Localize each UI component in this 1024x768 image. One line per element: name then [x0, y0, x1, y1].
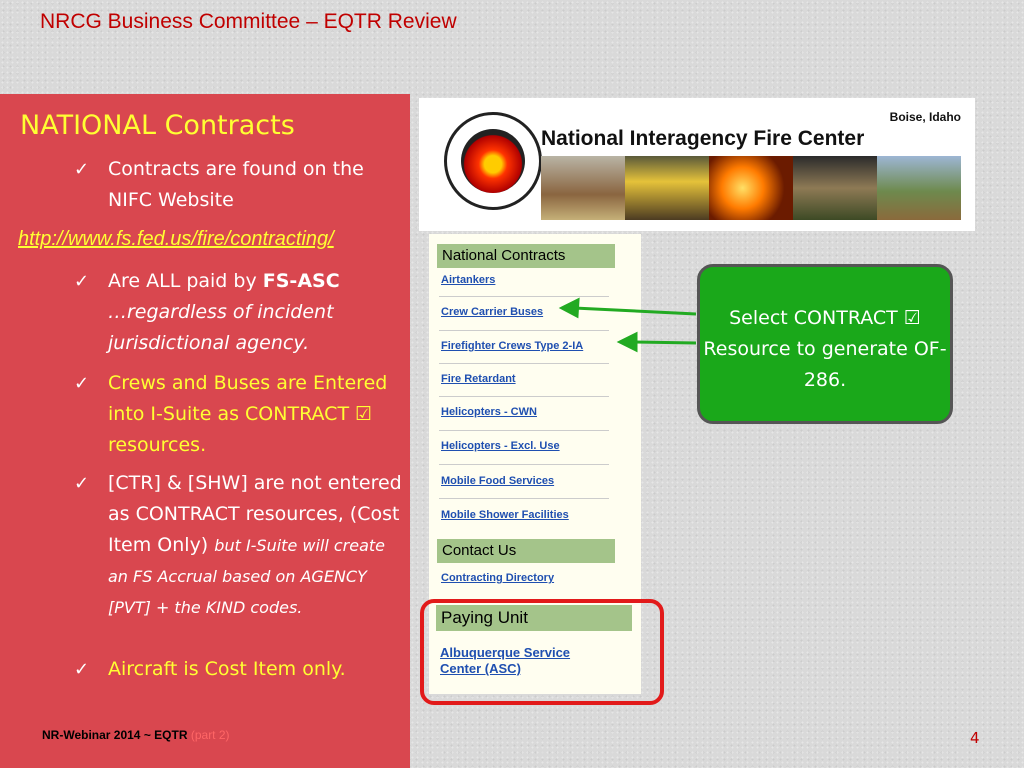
contracting-link[interactable]: http://www.fs.fed.us/fire/contracting/ — [18, 228, 334, 250]
link-albuquerque-asc[interactable]: Albuquerque Service Center (ASC) — [440, 645, 571, 676]
link-contracting-directory[interactable]: Contracting Directory — [441, 572, 555, 584]
divider — [439, 330, 609, 331]
banner-photo — [625, 156, 709, 220]
link-airtankers[interactable]: Airtankers — [441, 274, 496, 286]
footer-part: (part 2) — [190, 728, 230, 742]
bullet-text: Crews and Buses are Entered into I-Suite… — [108, 372, 388, 456]
left-panel — [0, 94, 410, 768]
arrow-head — [616, 331, 638, 353]
bullet-nifc: ✓ Contracts are found on the NIFC Websit… — [74, 154, 403, 216]
check-icon: ✓ — [74, 271, 90, 292]
link-firefighter-crews[interactable]: Firefighter Crews Type 2-IA — [441, 340, 584, 352]
national-contracts-header: National Contracts — [437, 244, 615, 268]
paying-unit-highlight-box — [420, 599, 664, 705]
divider — [439, 363, 609, 364]
slide-title: NRCG Business Committee – EQTR Review — [40, 10, 457, 33]
bullet-text: Are ALL paid by — [108, 270, 263, 292]
bullet-crews-buses: ✓ Crews and Buses are Entered into I-Sui… — [74, 368, 403, 461]
check-icon: ✓ — [74, 659, 90, 680]
banner-photo — [709, 156, 793, 220]
divider — [439, 296, 609, 297]
link-mobile-shower[interactable]: Mobile Shower Facilities — [441, 509, 569, 521]
bullet-bold-text: FS-ASC — [262, 270, 340, 292]
banner-city: Boise, Idaho — [889, 110, 961, 124]
bullet-italic-text: but I-Suite will create an FS Accrual ba… — [108, 536, 386, 617]
arrow-line — [633, 340, 697, 345]
footer: NR-Webinar 2014 ~ EQTR (part 2) — [42, 728, 230, 742]
divider — [439, 430, 609, 431]
banner-photo — [541, 156, 625, 220]
nifc-seal-logo — [444, 112, 542, 210]
arrow-head — [558, 297, 580, 319]
banner-photo-strip — [541, 156, 961, 220]
bullet-text: Contracts are found on the NIFC Website — [108, 158, 364, 211]
paying-unit-header: Paying Unit — [436, 605, 632, 631]
bullet-text: Aircraft is Cost Item only. — [108, 658, 346, 680]
link-mobile-food[interactable]: Mobile Food Services — [441, 475, 555, 487]
bullet-ctr-shw: ✓ [CTR] & [SHW] are not entered as CONTR… — [74, 468, 403, 623]
check-icon: ✓ — [74, 159, 90, 180]
bullet-text: [CTR] & [SHW] are not entered as CONTRAC… — [108, 472, 402, 556]
footer-text: NR-Webinar 2014 ~ EQTR — [42, 728, 188, 742]
flame-icon — [461, 129, 525, 193]
banner-photo — [877, 156, 961, 220]
divider — [439, 498, 609, 499]
nifc-banner: National Interagency Fire Center Boise, … — [419, 98, 975, 231]
banner-photo — [793, 156, 877, 220]
link-helicopters-excl[interactable]: Helicopters - Excl. Use — [441, 440, 560, 452]
arrow-line — [573, 306, 697, 316]
contact-us-header: Contact Us — [437, 539, 615, 563]
banner-org-name: National Interagency Fire Center — [541, 127, 865, 150]
link-fire-retardant[interactable]: Fire Retardant — [441, 373, 516, 385]
select-contract-callout: Select CONTRACT ☑ Resource to generate O… — [697, 264, 953, 424]
check-icon: ✓ — [74, 473, 90, 494]
bullet-aircraft: ✓ Aircraft is Cost Item only. — [74, 654, 403, 685]
check-icon: ✓ — [74, 373, 90, 394]
bullet-fs-asc: ✓ Are ALL paid by FS-ASC …regardless of … — [74, 266, 403, 359]
link-crew-carrier-buses[interactable]: Crew Carrier Buses — [441, 306, 544, 318]
divider — [439, 464, 609, 465]
link-helicopters-cwn[interactable]: Helicopters - CWN — [441, 406, 537, 418]
bullet-italic-text: …regardless of incident jurisdictional a… — [108, 301, 334, 354]
section-heading: NATIONAL Contracts — [20, 110, 295, 141]
page-number: 4 — [970, 729, 980, 747]
divider — [439, 396, 609, 397]
